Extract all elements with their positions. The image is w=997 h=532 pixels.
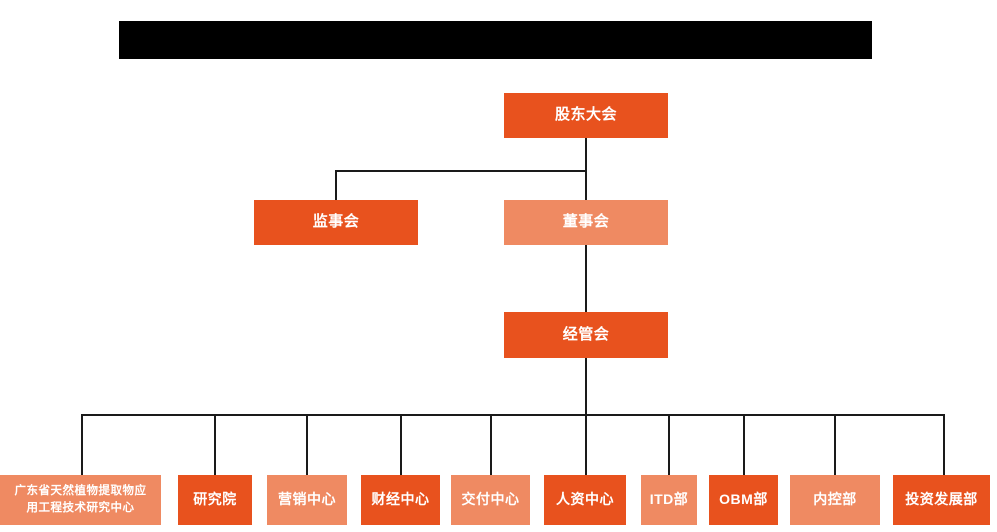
connector-supervisory-drop [335, 170, 337, 200]
connector-shareholders-down [585, 138, 587, 172]
node-supervisory[interactable]: 监事会 [254, 200, 418, 245]
node-itd-dept[interactable]: ITD部 [641, 475, 697, 525]
node-delivery-center[interactable]: 交付中心 [451, 475, 530, 525]
node-shareholders[interactable]: 股东大会 [504, 93, 668, 138]
node-management[interactable]: 经管会 [504, 312, 668, 358]
node-internal-control-dept[interactable]: 内控部 [790, 475, 880, 525]
node-board[interactable]: 董事会 [504, 200, 668, 245]
connector-drop-finance-center [400, 414, 402, 475]
node-obm-dept[interactable]: OBM部 [709, 475, 778, 525]
node-investment-development-dept[interactable]: 投资发展部 [893, 475, 990, 525]
connector-department-bus [81, 414, 945, 416]
node-gd-research-center[interactable]: 广东省天然植物提取物应 用工程技术研究中心 [0, 475, 161, 525]
redacted-title-bar [119, 21, 872, 59]
connector-management-down [585, 358, 587, 416]
connector-board-drop [585, 170, 587, 200]
node-research-institute[interactable]: 研究院 [178, 475, 252, 525]
connector-drop-investment-development-dept [943, 414, 945, 475]
node-label-line1: 广东省天然植物提取物应 [14, 485, 147, 498]
node-gd-research-center-label: 广东省天然植物提取物应 用工程技术研究中心 [15, 483, 147, 516]
connector-drop-marketing-center [306, 414, 308, 475]
connector-drop-gd-research-center [81, 414, 83, 475]
node-marketing-center[interactable]: 营销中心 [267, 475, 347, 525]
node-hr-center[interactable]: 人资中心 [544, 475, 626, 525]
connector-drop-obm-dept [743, 414, 745, 475]
node-label-line2: 用工程技术研究中心 [26, 502, 135, 514]
node-finance-center[interactable]: 财经中心 [361, 475, 440, 525]
connector-drop-itd-dept [668, 414, 670, 475]
connector-drop-internal-control-dept [834, 414, 836, 475]
connector-drop-hr-center [585, 414, 587, 475]
connector-drop-research-institute [214, 414, 216, 475]
connector-level2-bus [335, 170, 587, 172]
connector-drop-delivery-center [490, 414, 492, 475]
connector-board-to-management [585, 245, 587, 312]
